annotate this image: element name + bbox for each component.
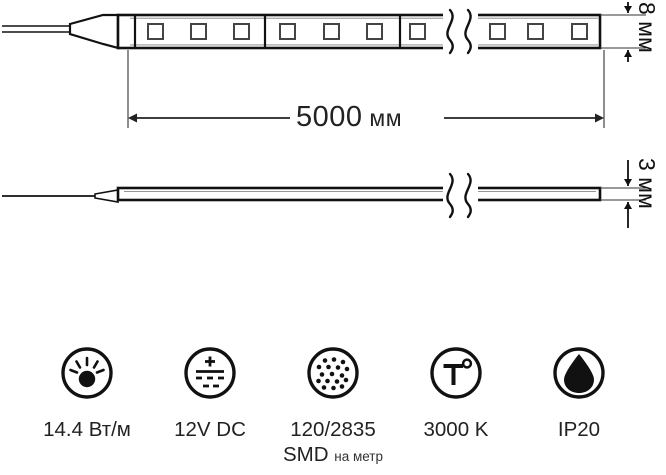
break-symbol-side (443, 172, 478, 219)
connector-taper (68, 13, 120, 50)
spec-item-led-density: 120/2835 SMD на метр (274, 345, 392, 467)
spec-led-count: 120/2835 (290, 418, 376, 441)
side-view-group (2, 160, 646, 228)
specification-row: 14.4 Вт/м 12V DC (0, 345, 666, 475)
thickness-dimension (600, 160, 646, 228)
spec-label-color-temperature: 3000 K (424, 418, 489, 442)
spec-led-note: на метр (334, 449, 383, 465)
spec-led-sub: SMD на метр (283, 443, 383, 467)
thickness-dimension-label: 3 мм (634, 158, 660, 209)
dc-power-icon (184, 347, 236, 399)
led-density-dots-icon (307, 347, 359, 399)
width-dimension-label: 8 мм (634, 2, 660, 53)
spec-label-voltage: 12V DC (174, 418, 246, 442)
spec-item-color-temperature: 3000 K (397, 345, 515, 442)
spec-label-power: 14.4 Вт/м (43, 418, 131, 442)
length-dimension-label: 5000 мм (296, 101, 402, 134)
spec-item-power: 14.4 Вт/м (28, 345, 146, 442)
led-chips (147, 23, 588, 40)
lamp-rays-icon (61, 347, 113, 399)
spec-item-ip-rating: IP20 (520, 345, 638, 442)
water-drop-icon (553, 347, 605, 399)
spec-item-voltage: 12V DC (151, 345, 269, 442)
length-dimension (127, 50, 605, 128)
length-unit: мм (369, 105, 403, 131)
side-connector-taper (94, 189, 119, 203)
width-dimension (600, 2, 646, 62)
spec-label-led-density: 120/2835 SMD на метр (283, 418, 383, 467)
break-symbol-top (443, 8, 478, 55)
spec-power-value: 14.4 Вт/м (43, 418, 131, 441)
spec-ip-value: IP20 (557, 418, 601, 441)
lead-wires (2, 25, 70, 33)
side-strip-body (116, 186, 602, 202)
spec-led-package: SMD (282, 443, 329, 467)
spec-label-ip-rating: IP20 (558, 418, 600, 442)
spec-cct-value: 3000 K (423, 418, 489, 441)
color-temperature-icon (430, 347, 482, 399)
length-value: 5000 (296, 101, 363, 133)
spec-voltage-value: 12V DC (174, 418, 246, 441)
top-view-group (2, 2, 646, 62)
